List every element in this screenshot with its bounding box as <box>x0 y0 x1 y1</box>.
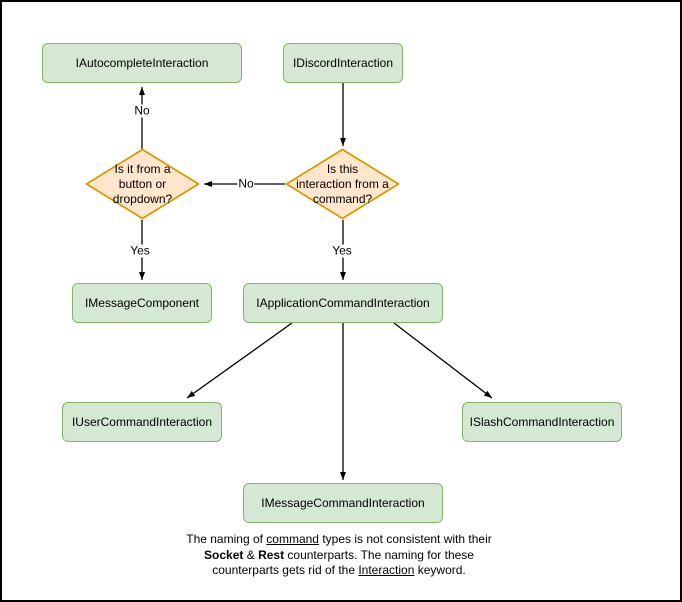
node-label: Is this interaction from a command? <box>296 161 389 206</box>
edge-label-no-up: No <box>133 103 151 118</box>
node-label: IDiscordInteraction <box>292 55 394 70</box>
node-label: IMessageComponent <box>84 295 200 310</box>
caption-bold-socket: Socket <box>204 547 244 562</box>
edge-application-command-to-slash-command <box>393 322 493 399</box>
node-message-component: IMessageComponent <box>72 283 212 323</box>
caption-text: counterparts. The naming for these <box>284 547 474 562</box>
diamond-shape <box>85 148 200 220</box>
node-application-command-interaction: IApplicationCommandInteraction <box>243 283 443 323</box>
node-label: IUserCommandInteraction <box>71 414 213 429</box>
node-label: ISlashCommandInteraction <box>469 414 615 429</box>
caption-line-2: Socket & Rest counterparts. The naming f… <box>158 548 520 564</box>
caption-bold-rest: Rest <box>258 547 285 562</box>
edge-label-yes-left: Yes <box>129 243 151 258</box>
node-slash-command-interaction: ISlashCommandInteraction <box>462 402 622 442</box>
node-message-command-interaction: IMessageCommandInteraction <box>243 483 443 523</box>
node-label: IMessageCommandInteraction <box>261 495 425 510</box>
caption-text: keyword. <box>414 563 466 577</box>
edge-application-command-to-user-command <box>186 322 293 399</box>
edge-label-no-left: No <box>237 176 255 191</box>
caption-underlined-command: command <box>266 532 319 546</box>
caption-line-1: The naming of command types is not consi… <box>158 532 520 548</box>
node-label: IApplicationCommandInteraction <box>256 295 430 310</box>
caption-text: counterparts gets rid of the <box>212 563 359 577</box>
node-label: IAutocompleteInteraction <box>75 55 209 70</box>
decision-interaction-from-command: Is this interaction from a command? <box>285 148 400 220</box>
node-autocomplete-interaction: IAutocompleteInteraction <box>42 43 242 83</box>
node-label: Is it from a button or dropdown? <box>112 161 173 206</box>
caption-text: The naming of <box>186 532 267 546</box>
caption-line-3: counterparts gets rid of the Interaction… <box>158 563 520 579</box>
node-user-command-interaction: IUserCommandInteraction <box>62 402 222 442</box>
caption-text: & <box>243 547 259 562</box>
diamond-shape <box>285 148 400 220</box>
caption-text: types is not consistent with their <box>318 532 492 546</box>
caption-underlined-interaction: Interaction <box>358 563 415 577</box>
node-discord-interaction: IDiscordInteraction <box>283 43 403 83</box>
diagram-caption: The naming of command types is not consi… <box>158 532 520 579</box>
decision-button-or-dropdown: Is it from a button or dropdown? <box>85 148 200 220</box>
edge-label-yes-right: Yes <box>331 243 353 258</box>
